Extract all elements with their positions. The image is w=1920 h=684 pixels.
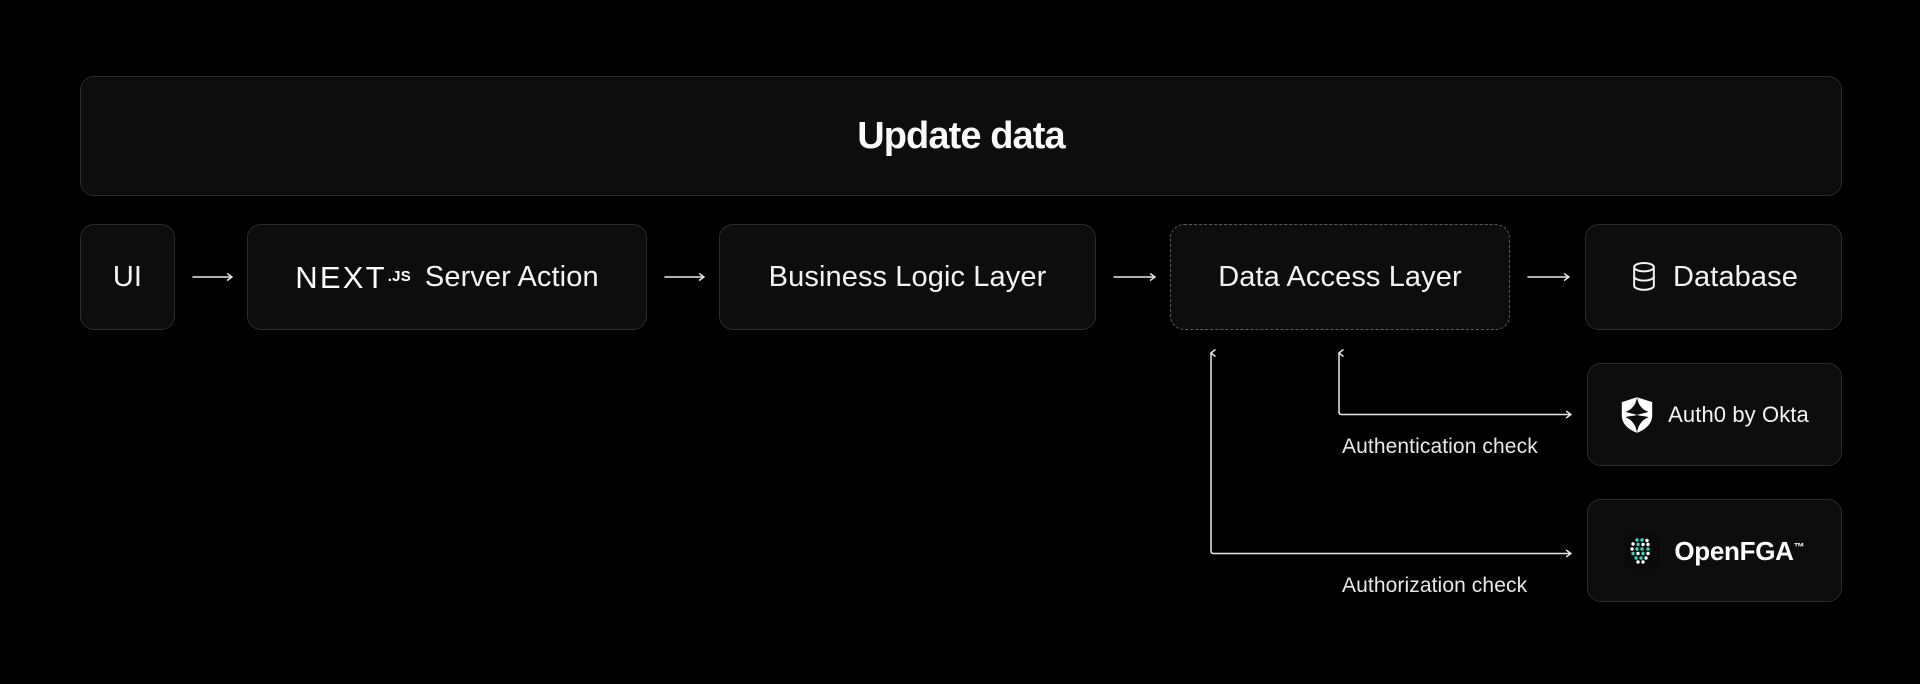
node-data-access-layer-label: Data Access Layer	[1218, 260, 1462, 293]
node-database[interactable]: Database	[1585, 224, 1842, 330]
node-ui[interactable]: UI	[80, 224, 175, 330]
page-title: Update data	[857, 114, 1065, 157]
nextjs-logo-icon: NEXT.JS	[295, 262, 411, 293]
node-server-action[interactable]: NEXT.JS Server Action	[247, 224, 647, 330]
node-auth0-label: Auth0 by Okta	[1668, 401, 1809, 427]
node-business-logic-layer-label: Business Logic Layer	[768, 260, 1047, 293]
banner-panel: Update data	[80, 76, 1842, 196]
node-business-logic-layer[interactable]: Business Logic Layer	[719, 224, 1096, 330]
openfga-logo-icon	[1624, 532, 1661, 569]
node-server-action-label: Server Action	[424, 260, 599, 293]
node-openfga-label: OpenFGA™	[1674, 538, 1804, 564]
connector-label-authentication-check: Authentication check	[1342, 435, 1538, 458]
node-ui-label: UI	[112, 260, 143, 293]
node-data-access-layer[interactable]: Data Access Layer	[1170, 224, 1510, 330]
nextjs-logo-word: NEXT	[295, 259, 387, 295]
connector-label-authorization-check: Authorization check	[1342, 574, 1528, 597]
nextjs-logo-suffix: .JS	[387, 268, 411, 285]
node-auth0[interactable]: Auth0 by Okta	[1587, 363, 1842, 466]
node-database-label: Database	[1673, 260, 1798, 293]
node-openfga[interactable]: OpenFGA™	[1587, 499, 1842, 602]
openfga-wordmark: OpenFGA	[1674, 535, 1794, 566]
arrow-authorization-to-openfga	[1210, 549, 1572, 558]
auth0-shield-icon	[1620, 396, 1654, 434]
arrow-authentication-to-auth0	[1338, 410, 1572, 419]
database-icon	[1629, 261, 1659, 293]
openfga-trademark: ™	[1793, 540, 1805, 553]
